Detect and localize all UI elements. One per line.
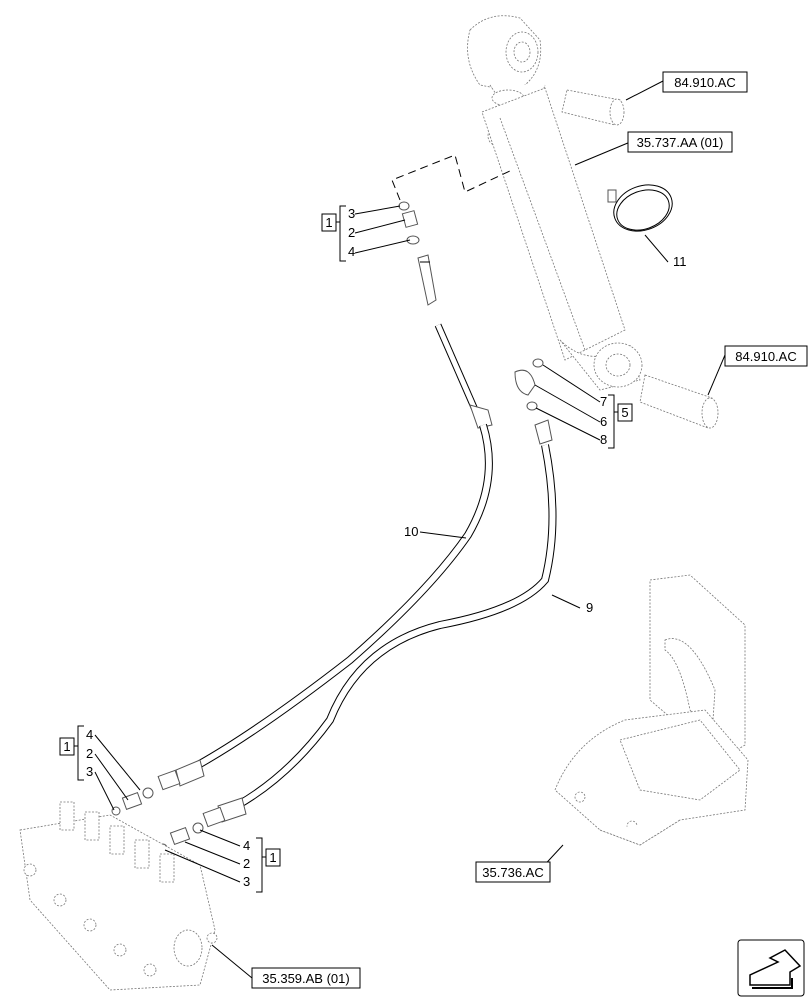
callout-right-7: 7 (600, 394, 607, 409)
group-brackets (59, 205, 633, 893)
cylinder-pin-top (561, 89, 625, 126)
svg-text:84.910.AC: 84.910.AC (735, 349, 796, 364)
svg-text:35.359.AB (01): 35.359.AB (01) (262, 971, 349, 986)
callout-bl-2: 2 (86, 746, 93, 761)
callout-right-8: 8 (600, 432, 607, 447)
group-label-bottom-right: 1 (269, 850, 276, 865)
callout-top-3: 3 (348, 206, 355, 221)
svg-text:84.910.AC: 84.910.AC (674, 75, 735, 90)
ref-box-35359-ab[interactable]: 35.359.AB (01) (251, 967, 361, 989)
callout-top-4: 4 (348, 244, 355, 259)
callout-hose-9: 9 (586, 600, 593, 615)
callout-br-3: 3 (243, 874, 250, 889)
hose-clamp (607, 184, 673, 232)
svg-text:35.736.AC: 35.736.AC (482, 865, 543, 880)
cylinder-pin-bottom (639, 374, 719, 429)
leader-lines (94, 80, 726, 979)
ref-box-35737-aa[interactable]: 35.737.AA (01) (627, 131, 733, 153)
hose-9 (202, 419, 557, 828)
svg-text:35.737.AA (01): 35.737.AA (01) (637, 135, 724, 150)
hydraulic-cylinder (467, 15, 643, 391)
dashed-link-line (391, 154, 513, 201)
callout-top-2: 2 (348, 225, 355, 240)
callout-bl-3: 3 (86, 764, 93, 779)
mounting-bracket (554, 574, 749, 846)
ref-box-35736-ac[interactable]: 35.736.AC (475, 861, 551, 883)
callout-hose-10: 10 (404, 524, 418, 539)
group-label-bottom-left: 1 (63, 739, 70, 754)
group-label-top-left: 1 (325, 215, 332, 230)
callout-clamp-11: 11 (673, 254, 687, 269)
ref-box-84910-bottom[interactable]: 84.910.AC (724, 345, 808, 367)
navigation-arrow-icon[interactable] (737, 939, 805, 997)
ref-box-84910-top[interactable]: 84.910.AC (662, 71, 748, 93)
right-fittings (514, 358, 544, 411)
callout-bl-4: 4 (86, 727, 93, 742)
top-fittings (398, 201, 420, 245)
callout-right-6: 6 (600, 414, 607, 429)
group-label-right: 5 (621, 405, 628, 420)
callout-br-2: 2 (243, 856, 250, 871)
control-valve-block (19, 801, 218, 991)
callout-br-4: 4 (243, 838, 250, 853)
hose-10 (157, 254, 493, 791)
